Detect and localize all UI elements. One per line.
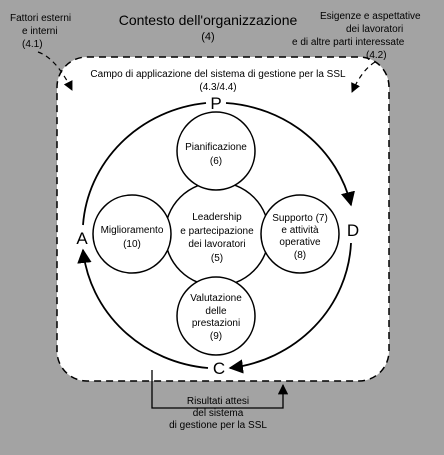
evaluation-ref: (9) — [210, 331, 222, 342]
context-ref: (4) — [201, 31, 214, 43]
outcomes-line1: Risultati attesi — [187, 396, 249, 407]
pdca-letter-d: D — [347, 221, 359, 240]
support-ref: (8) — [294, 250, 306, 261]
support-line1: Supporto (7) — [272, 213, 328, 224]
cycle-arc-a-to-p — [82, 102, 207, 226]
leadership-ref: (5) — [211, 253, 223, 264]
evaluation-line1: Valutazione — [190, 293, 242, 304]
external-factors-line2: e interni — [22, 26, 58, 37]
planning-label: Pianificazione — [185, 142, 247, 153]
evaluation-node — [176, 276, 256, 356]
support-line3: operative — [279, 237, 321, 248]
pdca-letter-a: A — [76, 229, 88, 248]
leadership-line2: e partecipazione — [180, 226, 254, 237]
cycle-arc-d-to-c — [228, 242, 352, 374]
support-node — [260, 194, 340, 274]
outcomes-line3: di gestione per la SSL — [169, 420, 267, 431]
scope-ref: (4.3/4.4) — [199, 82, 236, 93]
improvement-node — [92, 194, 172, 274]
needs-line2: dei lavoratori — [346, 24, 403, 35]
leadership-line1: Leadership — [192, 212, 242, 223]
leadership-line3: dei lavoratori — [188, 239, 245, 250]
outcomes-line2: del sistema — [193, 408, 244, 419]
external-factors-ref: (4.1) — [22, 39, 43, 50]
planning-ref: (6) — [210, 156, 222, 167]
support-line2: e attività — [281, 225, 319, 236]
needs-line1: Esigenze e aspettative — [320, 11, 421, 22]
pdca-letter-p: P — [210, 94, 221, 113]
cycle-arc-c-to-a — [77, 248, 209, 369]
pdca-letter-c: C — [213, 359, 225, 378]
external-factors-arrow — [37, 51, 73, 91]
needs-ref: (4.2) — [366, 50, 387, 61]
scope-text: Campo di applicazione del sistema di ges… — [90, 69, 346, 80]
outcomes-bracket — [151, 370, 289, 409]
improvement-label: Miglioramento — [101, 225, 164, 236]
needs-line3: e di altre parti interessate — [292, 37, 405, 48]
external-factors-line1: Fattori esterni — [10, 13, 71, 24]
evaluation-line3: prestazioni — [192, 318, 240, 329]
context-title: Contesto dell'organizzazione — [119, 12, 298, 28]
evaluation-line2: delle — [205, 306, 227, 317]
planning-node — [176, 111, 256, 191]
improvement-ref: (10) — [123, 239, 141, 250]
needs-arrow — [351, 61, 376, 93]
cycle-arc-p-to-d — [225, 102, 355, 207]
